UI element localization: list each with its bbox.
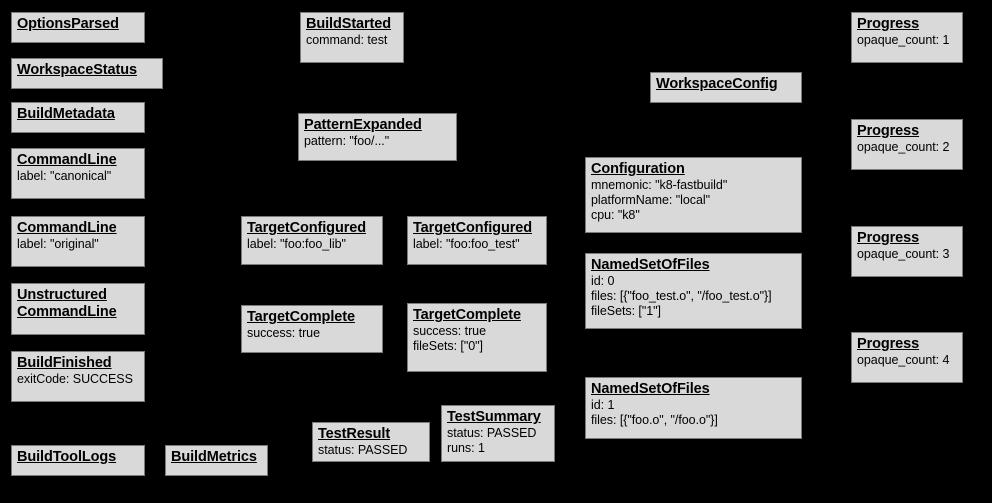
event-node-title: Progress (857, 16, 920, 32)
event-node-fields: label: "foo:foo_lib" (247, 237, 346, 251)
event-node-title: Progress (857, 123, 920, 139)
event-node-fields: opaque_count: 3 (857, 247, 950, 261)
event-node-title: BuildMetadata (17, 106, 115, 122)
event-node-fields: label: "original" (17, 237, 99, 251)
event-node-fields: status: PASSED runs: 1 (447, 426, 537, 455)
event-node-title: TestResult (318, 426, 391, 442)
event-node-build-metrics[interactable]: BuildMetrics (165, 445, 268, 476)
event-node-fields: id: 1 files: [{"foo.o", "/foo.o"}] (591, 398, 718, 427)
event-node-fields: pattern: "foo/..." (304, 134, 390, 148)
event-node-fields: status: PASSED (318, 443, 408, 457)
event-node-fields: command: test (306, 33, 388, 47)
event-node-title: BuildToolLogs (17, 449, 117, 465)
event-node-title: WorkspaceStatus (17, 62, 137, 78)
event-node-fields: label: "canonical" (17, 169, 112, 183)
event-node-title: WorkspaceConfig (656, 76, 778, 92)
event-node-fields: success: true (247, 326, 320, 340)
event-node-title: TargetConfigured (413, 220, 532, 236)
event-node-title: Progress (857, 230, 920, 246)
event-node-fields: opaque_count: 2 (857, 140, 950, 154)
event-node-fields: opaque_count: 1 (857, 33, 950, 47)
event-node-title: TargetConfigured (247, 220, 366, 236)
event-node-fields: label: "foo:foo_test" (413, 237, 520, 251)
event-node-title: BuildFinished (17, 355, 112, 371)
event-node-title: Progress (857, 336, 920, 352)
event-node-options-parsed[interactable]: OptionsParsed (11, 12, 145, 43)
event-node-title: Configuration (591, 161, 685, 177)
event-node-build-metadata[interactable]: BuildMetadata (11, 102, 145, 133)
event-node-fields: mnemonic: "k8-fastbuild" platformName: "… (591, 178, 728, 222)
event-node-fields: success: true fileSets: ["0"] (413, 324, 486, 353)
event-node-title: OptionsParsed (17, 16, 119, 32)
event-node-title: NamedSetOfFiles (591, 257, 710, 273)
event-node-workspace-config[interactable]: WorkspaceConfig (650, 72, 802, 103)
event-node-title: CommandLine (17, 220, 117, 236)
event-node-unstructured-command-line[interactable]: Unstructured CommandLine (11, 283, 145, 335)
event-node-title: BuildStarted (306, 16, 392, 32)
event-node-fields: id: 0 files: [{"foo_test.o", "/foo_test.… (591, 274, 772, 318)
event-node-title: Unstructured CommandLine (17, 287, 117, 320)
event-node-title: TargetComplete (247, 309, 355, 325)
event-node-fields: opaque_count: 4 (857, 353, 950, 367)
event-node-build-tool-logs[interactable]: BuildToolLogs (11, 445, 145, 476)
event-node-title: BuildMetrics (171, 449, 257, 465)
event-node-title: CommandLine (17, 152, 117, 168)
event-node-title: TestSummary (447, 409, 541, 425)
event-node-title: TargetComplete (413, 307, 521, 323)
event-node-title: PatternExpanded (304, 117, 422, 133)
event-node-fields: exitCode: SUCCESS (17, 372, 133, 386)
event-node-title: NamedSetOfFiles (591, 381, 710, 397)
event-node-workspace-status[interactable]: WorkspaceStatus (11, 58, 163, 89)
